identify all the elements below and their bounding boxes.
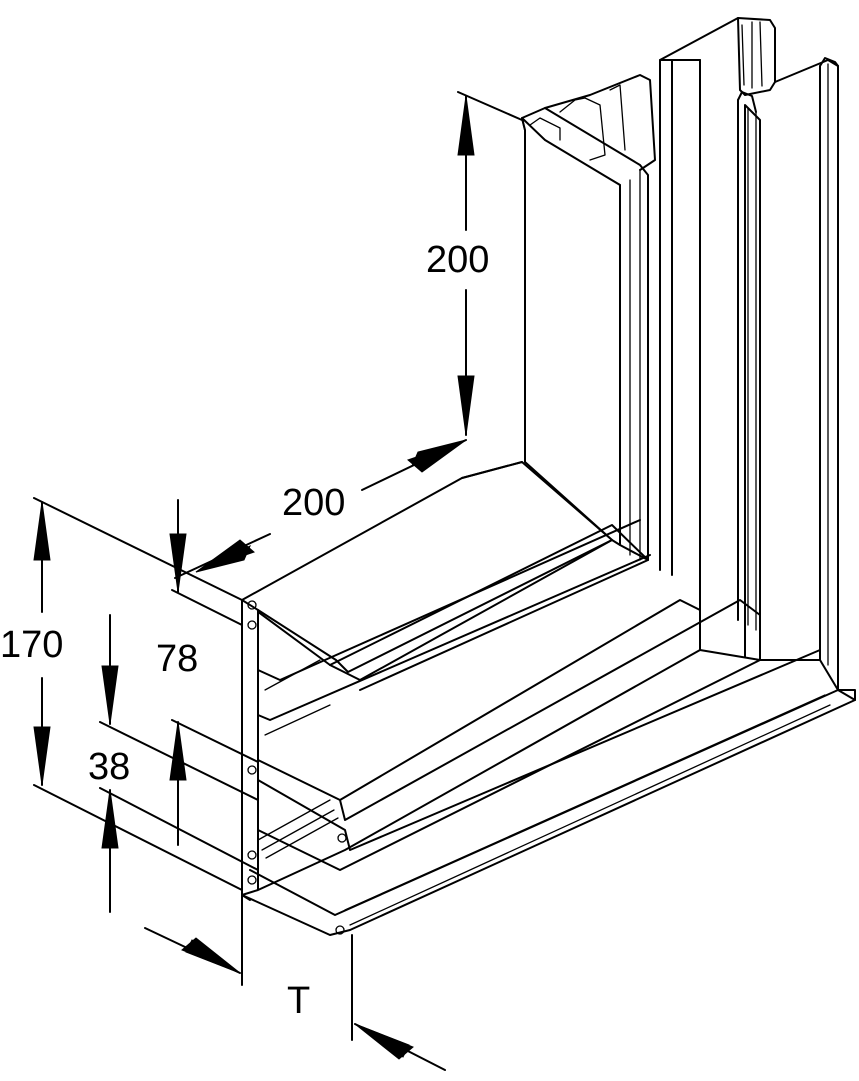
dim-label-T: T [287,980,310,1022]
dim-label-38: 38 [88,746,130,788]
dimension-T: T [144,894,446,1071]
dim-label-78: 78 [156,638,198,680]
dimension-170: 170 [0,497,243,891]
dim-label-170: 170 [0,624,63,666]
dimension-78: 78 [156,499,259,846]
vertical-duct-leg [521,17,856,701]
dimension-38: 38 [88,614,259,913]
dim-label-200-horizontal: 200 [282,482,345,524]
dimension-200-vertical: 200 [426,91,523,436]
dim-label-200-vertical: 200 [426,239,489,281]
horizontal-duct-leg [241,461,856,936]
dimension-200-horizontal: 200 [174,439,467,579]
